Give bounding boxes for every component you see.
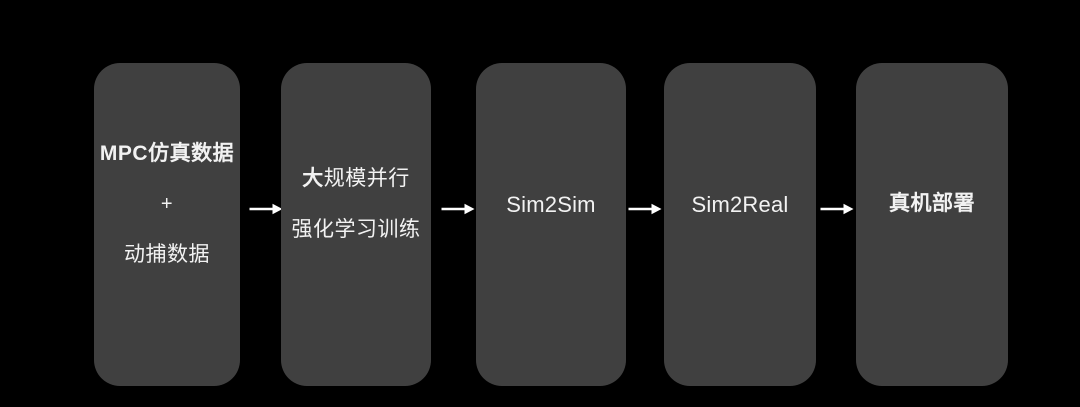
- right-arrow-icon: [441, 203, 475, 215]
- right-arrow-icon: [628, 203, 662, 215]
- flow-step-rl-training: 大规模并行 强化学习训练: [281, 63, 431, 386]
- flow-step-sim2real: Sim2Real: [664, 63, 816, 386]
- step-label: 动捕数据: [124, 243, 210, 266]
- step-label-bold-part: 大: [302, 166, 324, 190]
- flow-step-sim2sim: Sim2Sim: [476, 63, 626, 386]
- step-label: MPC仿真数据: [99, 141, 235, 165]
- flow-step-training-data: MPC仿真数据 + 动捕数据: [94, 63, 240, 386]
- right-arrow-icon: [820, 203, 854, 215]
- step-label: 强化学习训练: [291, 218, 421, 241]
- step-label: Sim2Sim: [506, 191, 596, 217]
- step-label: 真机部署: [889, 192, 975, 216]
- step-label-rest-part: 规模并行: [323, 166, 410, 190]
- flow-step-deployment: 真机部署: [856, 63, 1008, 386]
- step-label: Sim2Real: [691, 191, 789, 217]
- right-arrow-icon: [249, 203, 283, 215]
- step-label: 大规模并行: [302, 167, 410, 191]
- plus-separator: +: [160, 193, 174, 215]
